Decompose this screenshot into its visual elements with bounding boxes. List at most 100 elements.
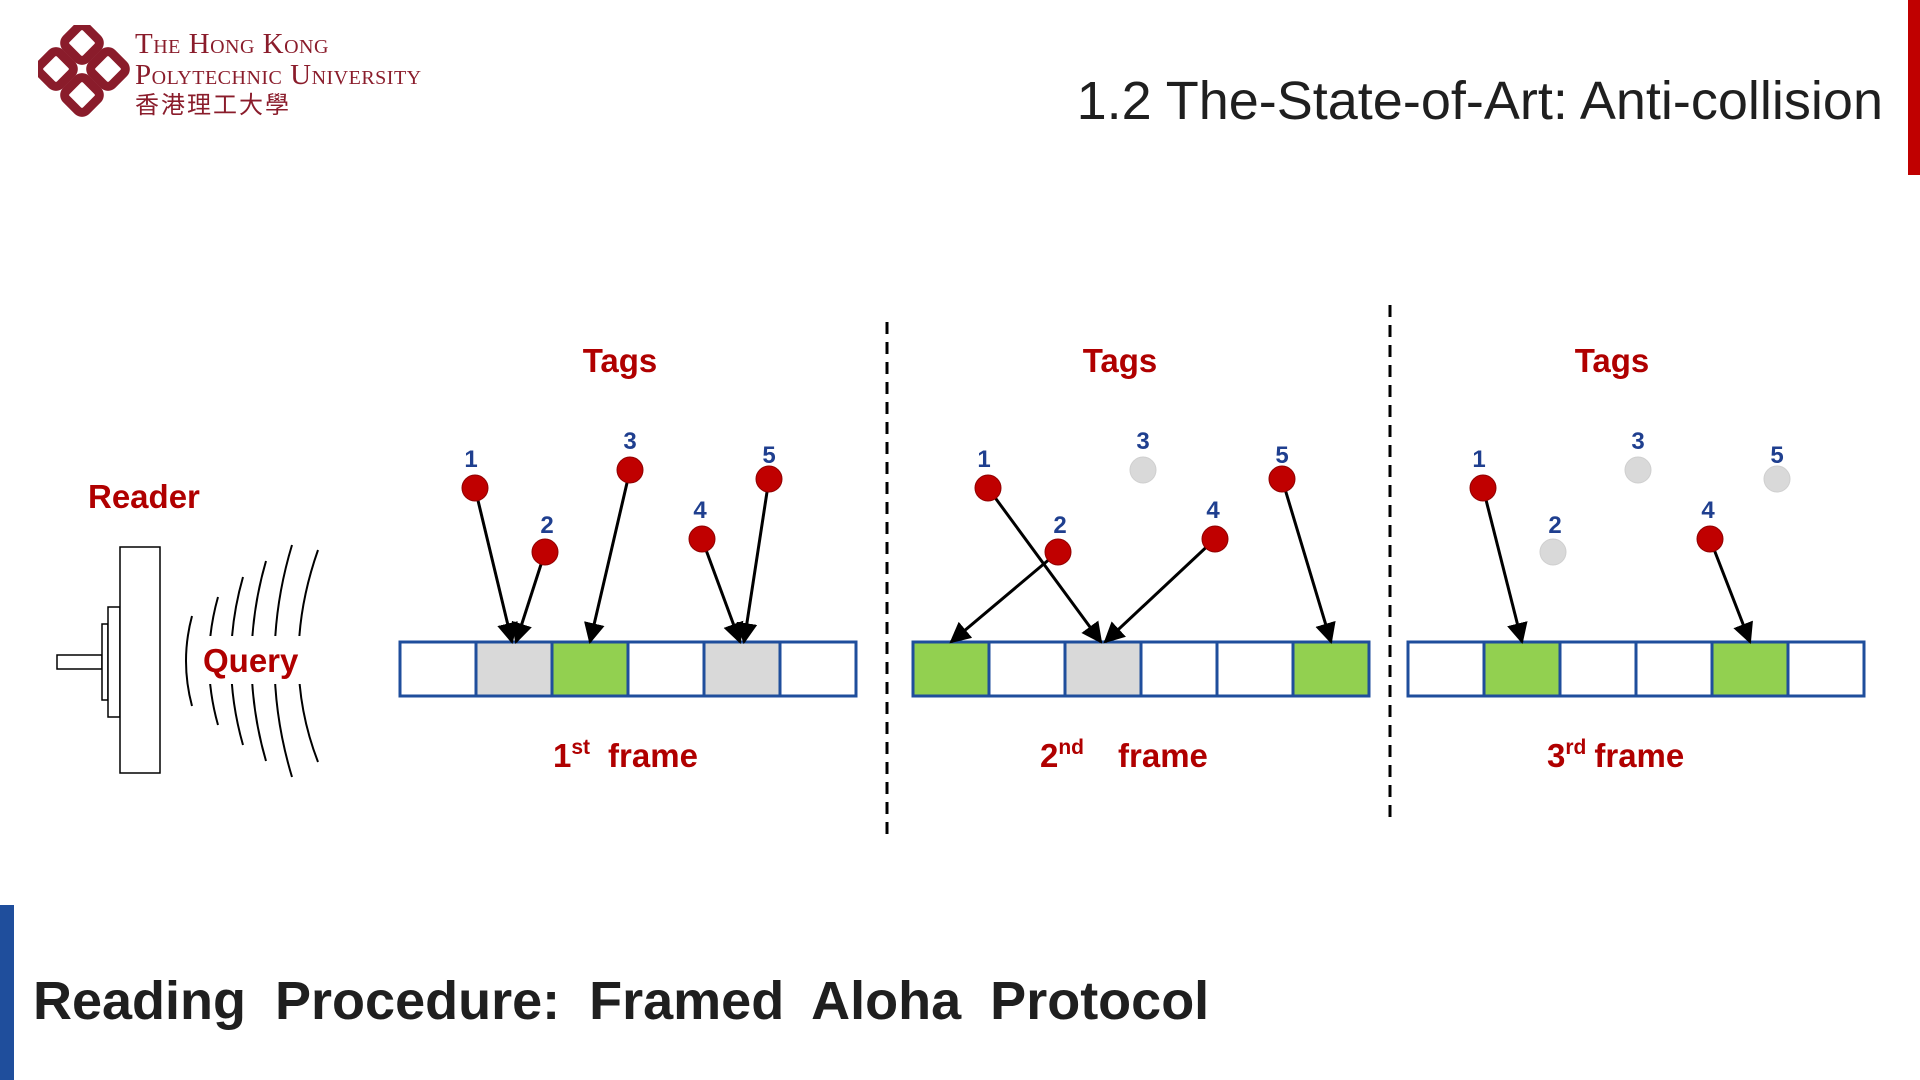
reader-label: Reader bbox=[88, 478, 200, 515]
tag-3: 3 bbox=[616, 428, 644, 484]
tag-number: 5 bbox=[762, 442, 775, 469]
slot-empty bbox=[1139, 640, 1219, 698]
slot-empty bbox=[1406, 640, 1486, 698]
frame-ordinal-suffix: nd bbox=[1058, 736, 1084, 759]
tag-arrow bbox=[700, 538, 744, 644]
tag-number: 5 bbox=[1770, 442, 1783, 469]
tag-arrow bbox=[473, 487, 518, 645]
tag-active-dot bbox=[1044, 538, 1072, 566]
tag-number: 4 bbox=[1701, 497, 1715, 524]
slot-success bbox=[911, 640, 991, 698]
tag-number: 1 bbox=[464, 446, 477, 473]
slot-empty bbox=[1634, 640, 1714, 698]
tag-number: 4 bbox=[693, 497, 707, 524]
tag-number: 5 bbox=[1275, 442, 1288, 469]
slot-success bbox=[1710, 640, 1790, 698]
tag-inactive-dot bbox=[1539, 538, 1567, 566]
tag-number: 2 bbox=[1548, 512, 1561, 539]
tag-active-dot bbox=[461, 474, 489, 502]
tag-number: 2 bbox=[1053, 512, 1066, 539]
slot-empty bbox=[398, 640, 478, 698]
tag-arrow bbox=[1708, 538, 1753, 644]
slot-collision bbox=[702, 640, 782, 698]
frame-number: 2 bbox=[1040, 737, 1058, 774]
right-accent-bar bbox=[1908, 0, 1920, 175]
frame-slots bbox=[1406, 640, 1866, 698]
university-name: The Hong Kong Polytechnic University 香港理… bbox=[135, 28, 422, 119]
tag-number: 4 bbox=[1206, 497, 1220, 524]
tag-4: 4 bbox=[1696, 497, 1724, 553]
slot-success bbox=[550, 640, 630, 698]
slot-success bbox=[1291, 640, 1371, 698]
query-label: Query bbox=[203, 642, 299, 679]
tag-active-dot bbox=[1696, 525, 1724, 553]
frame-word: frame bbox=[1594, 737, 1684, 774]
tag-active-dot bbox=[1201, 525, 1229, 553]
tag-number: 3 bbox=[1631, 428, 1644, 455]
frame-ordinal-suffix: rd bbox=[1565, 736, 1586, 759]
frame-slots bbox=[911, 640, 1371, 698]
frame-number: 1 bbox=[553, 737, 571, 774]
university-name-line1: The Hong Kong bbox=[135, 28, 329, 60]
frame-number: 3 bbox=[1547, 737, 1565, 774]
tag-4: 4 bbox=[1201, 497, 1229, 553]
tag-3: 3 bbox=[1129, 428, 1157, 484]
tag-arrow bbox=[949, 550, 1059, 644]
tag-active-dot bbox=[531, 538, 559, 566]
tag-inactive-dot bbox=[1129, 456, 1157, 484]
tag-active-dot bbox=[755, 465, 783, 493]
tag-inactive-dot bbox=[1624, 456, 1652, 484]
university-logo-icon bbox=[38, 25, 130, 117]
tag-2: 2 bbox=[1044, 512, 1072, 566]
slot-success bbox=[1482, 640, 1562, 698]
tags-label: Tags bbox=[1575, 342, 1650, 379]
university-name-chinese: 香港理工大學 bbox=[135, 93, 291, 119]
frame-word: frame bbox=[608, 737, 698, 774]
tag-5: 5 bbox=[755, 442, 783, 493]
tags-label: Tags bbox=[1083, 342, 1158, 379]
tag-2: 2 bbox=[531, 512, 559, 566]
slot-empty bbox=[987, 640, 1067, 698]
tag-arrow bbox=[1103, 537, 1217, 644]
frame-word: frame bbox=[1118, 737, 1208, 774]
tag-active-dot bbox=[688, 525, 716, 553]
tag-arrows bbox=[1481, 487, 1753, 645]
tag-active-dot bbox=[616, 456, 644, 484]
reader-antenna-icon bbox=[56, 546, 161, 774]
tag-arrow bbox=[736, 478, 771, 645]
tag-active-dot bbox=[1469, 474, 1497, 502]
slot-empty bbox=[1786, 640, 1866, 698]
tag-arrow bbox=[584, 469, 632, 645]
tag-arrows bbox=[473, 469, 771, 645]
tag-1: 1 bbox=[974, 446, 1002, 502]
tag-number: 3 bbox=[1136, 428, 1149, 455]
tag-active-dot bbox=[1268, 465, 1296, 493]
slot-empty bbox=[1558, 640, 1638, 698]
university-name-line2: Polytechnic University bbox=[135, 59, 422, 91]
tag-arrow bbox=[1280, 478, 1336, 645]
left-accent-bar bbox=[0, 905, 14, 1080]
tag-arrow bbox=[511, 551, 547, 644]
slot-collision bbox=[1063, 640, 1143, 698]
tag-4: 4 bbox=[688, 497, 716, 553]
tag-1: 1 bbox=[1469, 446, 1497, 502]
slot-collision bbox=[474, 640, 554, 698]
tag-active-dot bbox=[974, 474, 1002, 502]
tag-5: 5 bbox=[1268, 442, 1296, 493]
query-label-backdrop bbox=[200, 636, 308, 684]
tag-1: 1 bbox=[461, 446, 489, 502]
slot-empty bbox=[626, 640, 706, 698]
slot-empty bbox=[1215, 640, 1295, 698]
slide-subtitle: Reading Procedure: Framed Aloha Protocol bbox=[33, 971, 1210, 1031]
tag-inactive-dot bbox=[1763, 465, 1791, 493]
frame-slots bbox=[398, 640, 858, 698]
frame-ordinal-suffix: st bbox=[571, 736, 590, 759]
slot-empty bbox=[778, 640, 858, 698]
